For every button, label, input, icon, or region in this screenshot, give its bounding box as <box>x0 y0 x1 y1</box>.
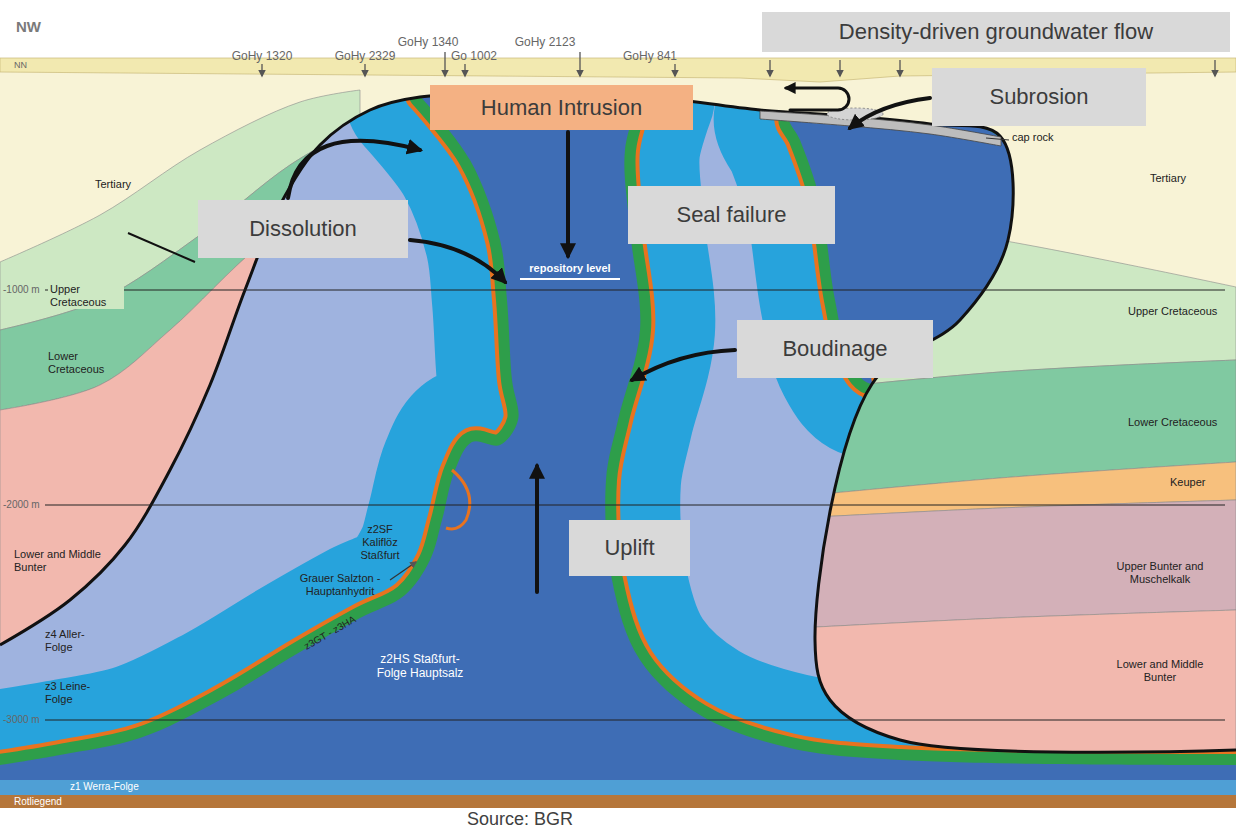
layer-label: Lower and Middle Bunter <box>1110 658 1210 684</box>
level-label: repository level <box>529 262 610 275</box>
annotation-box: Density-driven groundwater flow <box>762 12 1230 52</box>
annotation-text: Dissolution <box>249 216 357 241</box>
borehole-label: GoHy 1320 <box>232 49 293 63</box>
borehole-arrow <box>839 60 840 76</box>
unit-label: z1 Werra-Folge <box>70 781 139 793</box>
process-arrow <box>288 141 420 198</box>
borehole-label: GoHy 1340 <box>398 35 459 49</box>
process-arrow <box>535 466 539 592</box>
unit-label: Grauer Salzton - Hauptanhydrit <box>293 572 388 598</box>
process-arrow <box>850 98 930 128</box>
annotation-text: Seal failure <box>676 202 786 227</box>
layer-label: Lower and Middle Bunter <box>14 548 114 574</box>
layer-label: Lower Cretaceous <box>48 350 120 376</box>
borehole-label: GoHy 2329 <box>335 49 396 63</box>
datum-label: NN <box>14 60 27 71</box>
depth-line <box>45 290 1225 291</box>
borehole-arrow <box>261 64 262 76</box>
annotation-text: Uplift <box>604 535 654 560</box>
tertiary-layer <box>0 58 1236 808</box>
borehole-arrow <box>769 60 770 76</box>
borehole-arrow <box>674 64 675 76</box>
borehole-arrow <box>364 64 365 76</box>
annotation-text: Density-driven groundwater flow <box>839 19 1153 44</box>
rotliegend-layer <box>0 795 1236 808</box>
compass-label: NW <box>16 18 41 36</box>
annotation-text: Subrosion <box>989 84 1088 109</box>
unit-label: Rotliegend <box>14 796 62 808</box>
annotation-box: Boudinage <box>737 320 933 378</box>
annotation-text: Boudinage <box>782 336 887 361</box>
borehole-arrow <box>579 52 580 76</box>
process-arrow <box>566 132 570 256</box>
leader-line <box>986 138 1009 140</box>
annotation-box: Seal failure <box>628 186 835 244</box>
depth-line <box>45 720 1225 721</box>
unit-label: cap rock <box>1012 131 1054 144</box>
borehole-label: Go 1002 <box>451 49 497 63</box>
unit-label: z4 Aller-Folge <box>45 628 107 654</box>
process-arrow <box>632 350 735 380</box>
annotation-box: Dissolution <box>198 200 408 258</box>
layer-label: Upper Cretaceous <box>1128 305 1217 318</box>
unit-label: z2SF Kaliflöz Staßfurt <box>350 523 410 562</box>
annotation-box: Subrosion <box>932 68 1146 126</box>
annotation-text: Human Intrusion <box>481 95 642 120</box>
process-arrow <box>410 240 505 282</box>
layer-label: Tertiary <box>95 178 131 191</box>
unit-label: z2HS Staßfurt-Folge Hauptsalz <box>375 652 465 680</box>
depth-label: -1000 m <box>3 284 40 296</box>
salt-boundary <box>0 94 1236 752</box>
caption: Source: BGR <box>467 810 573 830</box>
annotation-box: Uplift <box>569 520 690 576</box>
depth-line <box>45 505 1225 506</box>
unit-label: z3 Leine-Folge <box>45 680 107 706</box>
borehole-label: GoHy 841 <box>623 49 677 63</box>
layer-label: Tertiary <box>1150 172 1186 185</box>
borehole-arrow <box>899 60 900 76</box>
depth-label: -2000 m <box>3 499 40 511</box>
fault-line <box>128 233 195 262</box>
borehole-label: GoHy 2123 <box>515 35 576 49</box>
layer-label: Upper Cretaceous <box>48 283 124 309</box>
annotation-box: Human Intrusion <box>430 85 693 130</box>
werra-layer <box>0 780 1236 795</box>
layer-label: Keuper <box>1170 476 1205 489</box>
borehole-arrow <box>444 52 445 76</box>
repository-line <box>520 278 620 280</box>
process-arrow <box>786 88 849 110</box>
muschelkalk-layer <box>760 500 1236 630</box>
aller-salt <box>0 94 1236 808</box>
borehole-arrow <box>1214 60 1215 76</box>
depth-label: -3000 m <box>3 714 40 726</box>
leader-line <box>390 562 416 580</box>
borehole-arrow <box>464 64 465 76</box>
layer-label: Lower Cretaceous <box>1128 416 1217 429</box>
layer-label: Upper Bunter and Muschelkalk <box>1110 560 1210 586</box>
potash-fold <box>446 470 470 529</box>
